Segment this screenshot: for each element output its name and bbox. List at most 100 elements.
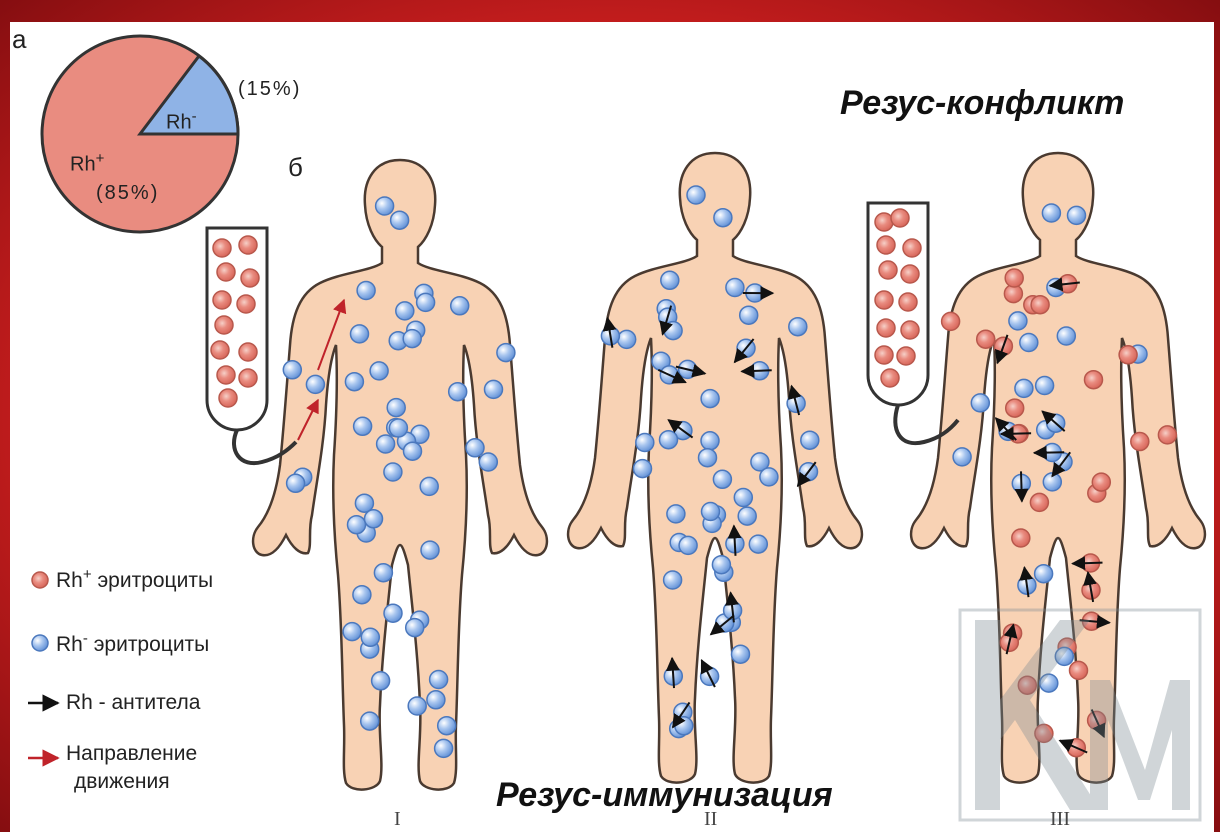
panel-label-b: б xyxy=(288,152,303,183)
rh-negative-cell xyxy=(702,503,720,521)
rh-positive-cell xyxy=(1070,661,1088,679)
legend-rh-positive-sup: + xyxy=(83,566,92,583)
rh-positive-cell xyxy=(881,369,899,387)
rh-positive-cell xyxy=(1131,433,1149,451)
rh-negative-cell xyxy=(391,211,409,229)
rh-negative-cell xyxy=(343,623,361,641)
rh-negative-cell xyxy=(387,399,405,417)
rh-positive-cell xyxy=(241,269,259,287)
rh-negative-cell xyxy=(497,344,515,362)
rh-negative-cell xyxy=(384,604,402,622)
rh-positive-cell xyxy=(239,369,257,387)
rh-positive-cell xyxy=(213,291,231,309)
rh-negative-cell xyxy=(1035,565,1053,583)
rh-negative-cell xyxy=(361,712,379,730)
rh-negative-cell xyxy=(406,619,424,637)
rh-positive-cell xyxy=(217,366,235,384)
figure-number-3: III xyxy=(1050,808,1070,831)
rh-positive-cell xyxy=(877,236,895,254)
pie-label-rh-negative: Rh- xyxy=(166,108,197,135)
rh-negative-cell xyxy=(636,434,654,452)
panel-label-a: а xyxy=(12,24,26,55)
rh-positive-cell xyxy=(237,295,255,313)
rh-negative-cell xyxy=(377,435,395,453)
pie-rh-positive-text: Rh xyxy=(70,154,96,176)
antibody-arrow xyxy=(1034,452,1064,453)
rh-negative-cell xyxy=(679,536,697,554)
rh-negative-cell xyxy=(687,186,705,204)
antibody-arrow xyxy=(1001,433,1031,434)
rh-negative-cell xyxy=(1068,206,1086,224)
rh-positive-cell xyxy=(1031,296,1049,314)
rh-negative-cell xyxy=(396,302,414,320)
rh-negative-cell xyxy=(664,571,682,589)
rh-positive-cell xyxy=(879,261,897,279)
rh-positive-cell xyxy=(901,321,919,339)
rh-negative-cell xyxy=(664,322,682,340)
antibody-arrow xyxy=(742,370,772,371)
rh-negative-cell xyxy=(420,477,438,495)
rh-negative-cell xyxy=(712,556,730,574)
rh-negative-cell xyxy=(404,442,422,460)
legend-rh-positive-cell-icon xyxy=(32,572,48,588)
rh-negative-cell xyxy=(801,431,819,449)
rh-positive-cell xyxy=(891,209,909,227)
rh-positive-cell xyxy=(875,213,893,231)
pie-pct-rh-positive: (85%) xyxy=(96,182,159,205)
rh-negative-cell xyxy=(354,417,372,435)
rh-negative-cell xyxy=(417,293,435,311)
rh-negative-cell xyxy=(1009,312,1027,330)
rh-negative-cell xyxy=(357,282,375,300)
rh-negative-cell xyxy=(1015,379,1033,397)
legend-rh-positive-text: эритроциты xyxy=(92,569,213,592)
rh-negative-cell xyxy=(365,510,383,528)
rh-negative-cell xyxy=(403,330,421,348)
rh-negative-cell xyxy=(351,325,369,343)
rh-positive-cell xyxy=(897,347,915,365)
legend-rh-negative: Rh- эритроциты xyxy=(56,630,209,657)
legend-antibody: Rh - антитела xyxy=(66,691,200,715)
rh-negative-cell xyxy=(427,691,445,709)
pie-rh-negative-text: Rh xyxy=(166,112,192,134)
rh-positive-cell xyxy=(1085,371,1103,389)
rh-negative-cell xyxy=(740,306,758,324)
rh-negative-cell xyxy=(1057,327,1075,345)
rh-negative-cell xyxy=(353,586,371,604)
rh-positive-cell xyxy=(1030,493,1048,511)
rh-negative-cell xyxy=(701,390,719,408)
rh-positive-cell xyxy=(213,239,231,257)
rh-negative-cell xyxy=(699,449,717,467)
rh-positive-cell xyxy=(875,291,893,309)
rh-negative-cell xyxy=(661,271,679,289)
pie-label-rh-positive: Rh+ xyxy=(70,150,104,177)
rh-negative-cell xyxy=(714,209,732,227)
legend-rh-negative-text: эритроциты xyxy=(88,633,209,656)
rh-negative-cell xyxy=(479,453,497,471)
rh-negative-cell xyxy=(430,671,448,689)
rh-negative-cell xyxy=(734,489,752,507)
rh-negative-cell xyxy=(618,330,636,348)
rh-negative-cell xyxy=(283,361,301,379)
rh-positive-cell xyxy=(1158,426,1176,444)
rh-positive-cell xyxy=(903,239,921,257)
rh-positive-cell xyxy=(877,319,895,337)
rh-negative-cell xyxy=(1036,377,1054,395)
rh-positive-cell xyxy=(1005,269,1023,287)
rh-negative-cell xyxy=(345,373,363,391)
rh-negative-cell xyxy=(370,362,388,380)
rh-negative-cell xyxy=(372,672,390,690)
rh-negative-cell xyxy=(466,439,484,457)
rh-positive-cell xyxy=(217,263,235,281)
rh-positive-cell xyxy=(875,346,893,364)
antibody-arrow xyxy=(1021,471,1022,501)
pie-rh-positive-sup: + xyxy=(96,150,105,167)
legend-direction-1: Направление xyxy=(66,742,197,766)
rh-negative-cell xyxy=(667,505,685,523)
figure-number-2: II xyxy=(704,808,717,831)
rh-negative-cell xyxy=(421,541,439,559)
rh-positive-cell xyxy=(1092,473,1110,491)
antibody-arrow xyxy=(1073,563,1103,564)
rh-negative-cell xyxy=(701,432,719,450)
rh-positive-cell xyxy=(239,236,257,254)
